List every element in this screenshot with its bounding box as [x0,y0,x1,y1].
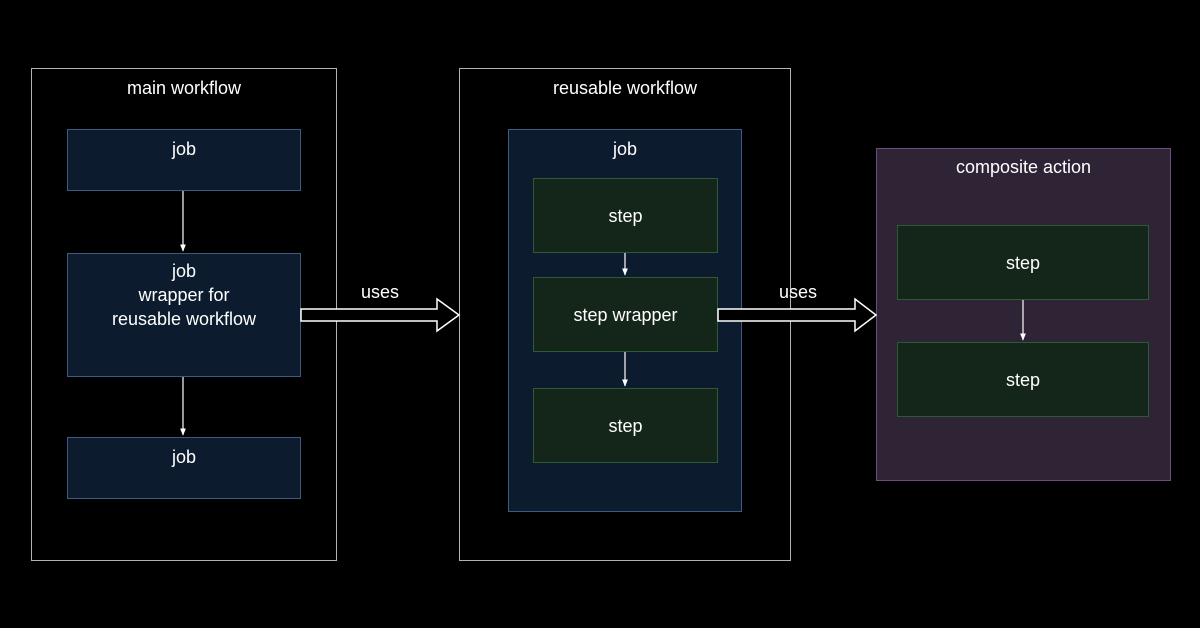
main-job-wrapper-line-3: reusable workflow [111,309,257,329]
reusable-step-top: step [533,178,718,253]
uses-label-1: uses [360,282,400,302]
main-workflow-title: main workflow [126,78,242,98]
uses-label-2: uses [778,282,818,302]
reusable-step-wrapper: step wrapper [533,277,718,352]
composite-step-bottom-label: step [1005,369,1041,390]
composite-action-title: composite action [955,157,1092,177]
composite-step-top-label: step [1005,252,1041,273]
reusable-step-top-label: step [608,205,643,226]
composite-step-top: step [897,225,1149,300]
reusable-step-bottom-label: step [608,415,643,436]
uses-arrow-1 [300,297,461,333]
main-job-top: job [67,129,301,191]
main-job-top-label: job [171,139,197,159]
uses-arrow-2 [717,297,878,333]
reusable-step-wrapper-label: step wrapper [573,304,678,325]
main-job-wrapper: job wrapper for reusable workflow [67,253,301,377]
main-job-wrapper-line-1: job [171,261,197,281]
main-job-bottom: job [67,437,301,499]
main-job-bottom-label: job [171,447,197,467]
composite-step-bottom: step [897,342,1149,417]
main-job-wrapper-line-2: wrapper for [138,285,230,305]
reusable-job-title: job [612,139,638,159]
reusable-workflow-title: reusable workflow [552,78,698,98]
reusable-step-bottom: step [533,388,718,463]
